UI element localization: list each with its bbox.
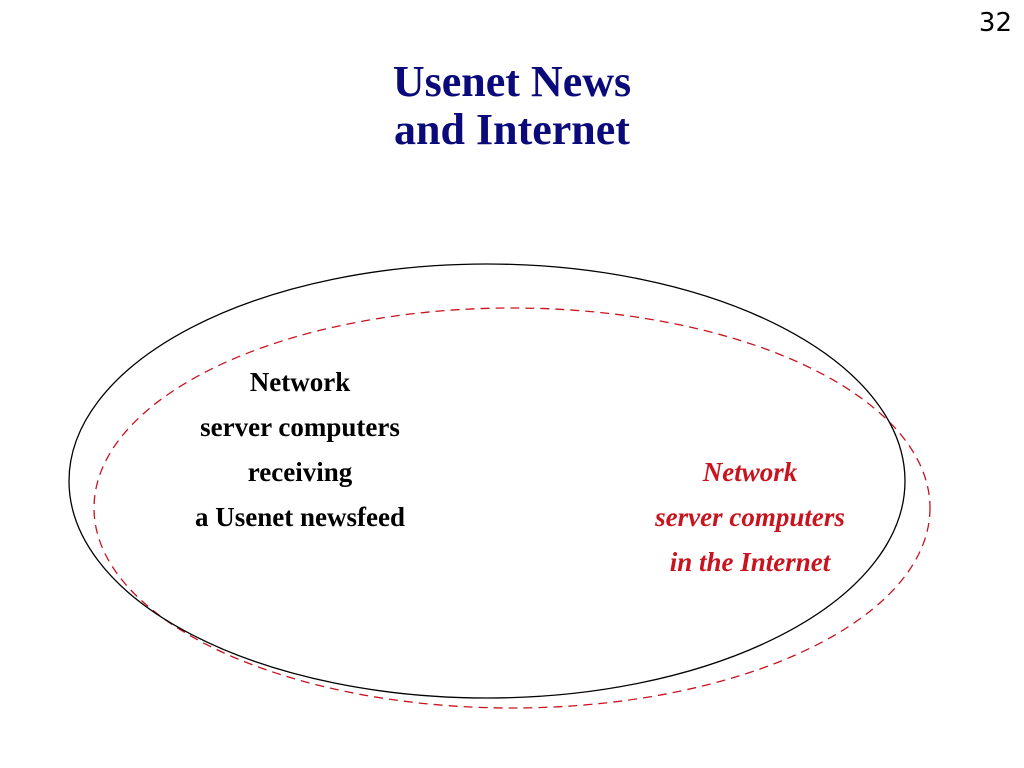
usenet-label-line-1: Network (249, 367, 351, 397)
internet-set-label: Network server computers in the Internet (590, 450, 910, 585)
title-line-2: and Internet (394, 105, 630, 154)
usenet-label-line-4: a Usenet newsfeed (195, 502, 405, 532)
internet-label-line-3: in the Internet (669, 547, 831, 577)
internet-label-line-1: Network (702, 457, 798, 487)
internet-set-ellipse (93, 307, 931, 709)
usenet-set-label: Network server computers receiving a Use… (140, 360, 460, 540)
internet-label-line-2: server computers (655, 502, 845, 532)
title-line-1: Usenet News (392, 57, 632, 106)
usenet-label-line-2: server computers (200, 412, 400, 442)
usenet-set-ellipse (68, 263, 906, 699)
page-number: 32 (978, 8, 1012, 38)
usenet-label-line-3: receiving (247, 457, 353, 487)
page-title: Usenet News and Internet (0, 58, 1024, 154)
